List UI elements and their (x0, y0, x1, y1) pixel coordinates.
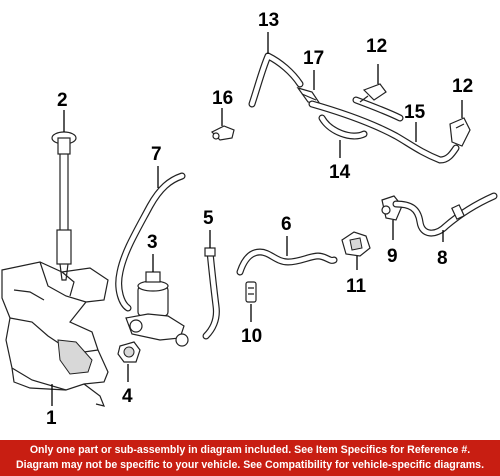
hose-connector-10 (245, 281, 257, 303)
washer-hose-5 (202, 247, 220, 340)
washer-pump (125, 271, 189, 347)
disclaimer-banner: Only one part or sub-assembly in diagram… (0, 440, 500, 476)
callout-17: 17 (303, 48, 324, 69)
washer-reservoir (1, 261, 109, 407)
washer-hose-7 (115, 172, 186, 312)
parts-diagram: 1 2 3 4 7 5 (1, 10, 498, 429)
disclaimer-line-2: Diagram may not be specific to your vehi… (15, 459, 485, 471)
nozzle-12a (359, 83, 387, 103)
grommet (117, 341, 141, 363)
nozzle-9 (381, 195, 403, 221)
callout-13: 13 (258, 10, 279, 31)
nozzle-16 (210, 125, 235, 141)
check-valve-11 (341, 231, 371, 257)
callout-7: 7 (151, 144, 162, 165)
callout-4: 4 (122, 386, 133, 407)
filler-neck (51, 131, 77, 281)
callout-1: 1 (46, 408, 57, 429)
callout-5: 5 (203, 208, 214, 229)
callout-11: 11 (346, 276, 367, 297)
callout-14: 14 (329, 162, 351, 183)
washer-hose-14 (318, 114, 368, 140)
callout-2: 2 (57, 90, 68, 111)
callout-15: 15 (404, 102, 426, 123)
callout-10: 10 (241, 326, 262, 347)
nozzle-12b (449, 117, 471, 147)
callout-12-right: 12 (452, 76, 473, 97)
callout-3: 3 (147, 232, 158, 253)
washer-hose-6 (236, 248, 338, 276)
washer-hose-13 (248, 52, 304, 108)
callout-9: 9 (387, 246, 398, 267)
callout-8: 8 (437, 248, 448, 269)
callout-12-upper: 12 (366, 36, 387, 57)
hose-joint-17 (296, 86, 322, 105)
callout-16: 16 (212, 88, 233, 109)
callout-6: 6 (281, 214, 292, 235)
disclaimer-line-1: Only one part or sub-assembly in diagram… (29, 444, 471, 456)
washer-hose-8 (392, 192, 498, 237)
